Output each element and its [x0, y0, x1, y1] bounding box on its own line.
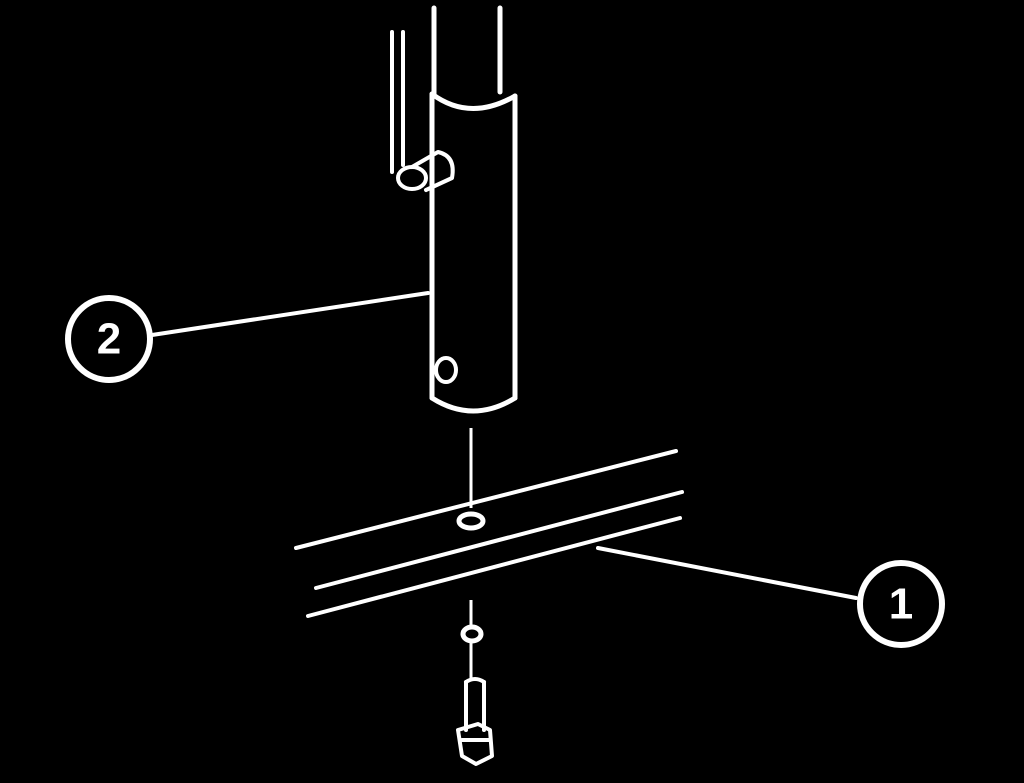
- bolt-head: [456, 722, 494, 766]
- cross-tube-hole-icon: [456, 511, 486, 531]
- cross-tube-line-3: [306, 516, 682, 618]
- upright-tube: [150, 5, 518, 414]
- callout-1-circle: [857, 560, 945, 648]
- cross-tube-line-1: [294, 449, 678, 550]
- callout-1: 1: [857, 560, 945, 648]
- cross-tube-line-2: [314, 490, 684, 590]
- fastener-set: [456, 624, 494, 766]
- cross-tube: [294, 449, 858, 618]
- tube-bolt-hole-icon: [434, 356, 458, 384]
- callout-2-leader: [150, 291, 430, 337]
- callout-2: 2: [65, 295, 153, 383]
- callout-2-label: 2: [97, 315, 121, 364]
- callout-2-circle: [65, 295, 153, 383]
- clamp-knob-icon: [396, 165, 428, 191]
- clamp-body: [410, 150, 455, 192]
- callout-1-leader: [596, 546, 858, 600]
- washer-icon: [460, 624, 484, 644]
- callout-1-label: 1: [889, 580, 913, 629]
- outer-tube-rim: [429, 91, 518, 111]
- bolt-tip: [464, 677, 486, 684]
- outer-tube-bottom: [429, 395, 518, 414]
- bolt-icon: [456, 677, 494, 766]
